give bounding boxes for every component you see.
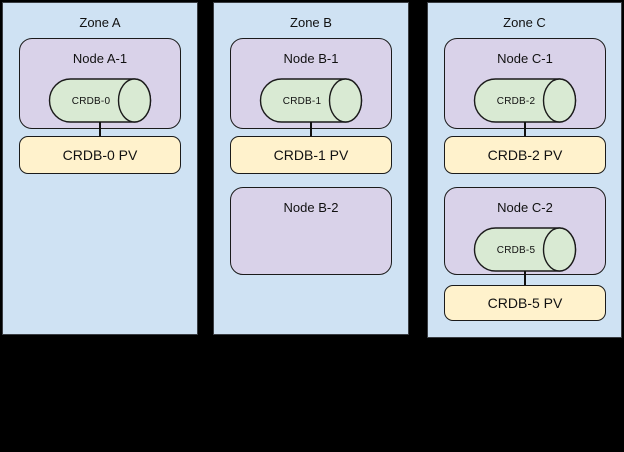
zone-c: Zone C Node C-1 CRDB-2 CRDB-2 PV Node C-…	[427, 2, 622, 338]
connector-crdb0-to-pv	[99, 122, 101, 137]
crdb-5-label: CRDB-5	[496, 244, 536, 256]
node-c2: Node C-2 CRDB-5	[444, 187, 606, 275]
database-cylinder-icon	[48, 78, 152, 123]
crdb-2-pv: CRDB-2 PV	[444, 136, 606, 174]
node-b1: Node B-1 CRDB-1	[230, 38, 392, 129]
crdb-1-pod: CRDB-1	[259, 78, 363, 124]
connector-crdb2-to-pv	[524, 122, 526, 137]
crdb-2-pod: CRDB-2	[473, 78, 577, 124]
connector-crdb5-to-pv	[524, 271, 526, 286]
node-a1: Node A-1 CRDB-0	[19, 38, 181, 129]
node-c1: Node C-1 CRDB-2	[444, 38, 606, 129]
zone-c-title: Zone C	[503, 15, 546, 30]
crdb-0-pod: CRDB-0	[48, 78, 152, 124]
zone-a-title: Zone A	[79, 15, 121, 30]
database-cylinder-icon	[473, 227, 577, 272]
node-c1-label: Node C-1	[497, 51, 553, 66]
node-c2-label: Node C-2	[497, 200, 553, 215]
node-b2: Node B-2	[230, 187, 392, 275]
database-cylinder-icon	[473, 78, 577, 123]
node-b1-label: Node B-1	[283, 51, 339, 66]
crdb-0-label: CRDB-0	[71, 95, 111, 107]
crdb-1-label: CRDB-1	[282, 95, 322, 107]
node-b2-label: Node B-2	[283, 200, 339, 215]
zone-a: Zone A Node A-1 CRDB-0 CRDB-0 PV	[2, 2, 198, 335]
node-a1-label: Node A-1	[72, 51, 128, 66]
crdb-1-pv: CRDB-1 PV	[230, 136, 392, 174]
connector-crdb1-to-pv	[310, 122, 312, 137]
crdb-5-pv: CRDB-5 PV	[444, 285, 606, 321]
zone-b: Zone B Node B-1 CRDB-1 CRDB-1 PV Node B-…	[213, 2, 409, 335]
crdb-2-label: CRDB-2	[496, 95, 536, 107]
database-cylinder-icon	[259, 78, 363, 123]
zone-b-title: Zone B	[290, 15, 332, 30]
crdb-5-pod: CRDB-5	[473, 227, 577, 273]
crdb-0-pv: CRDB-0 PV	[19, 136, 181, 174]
